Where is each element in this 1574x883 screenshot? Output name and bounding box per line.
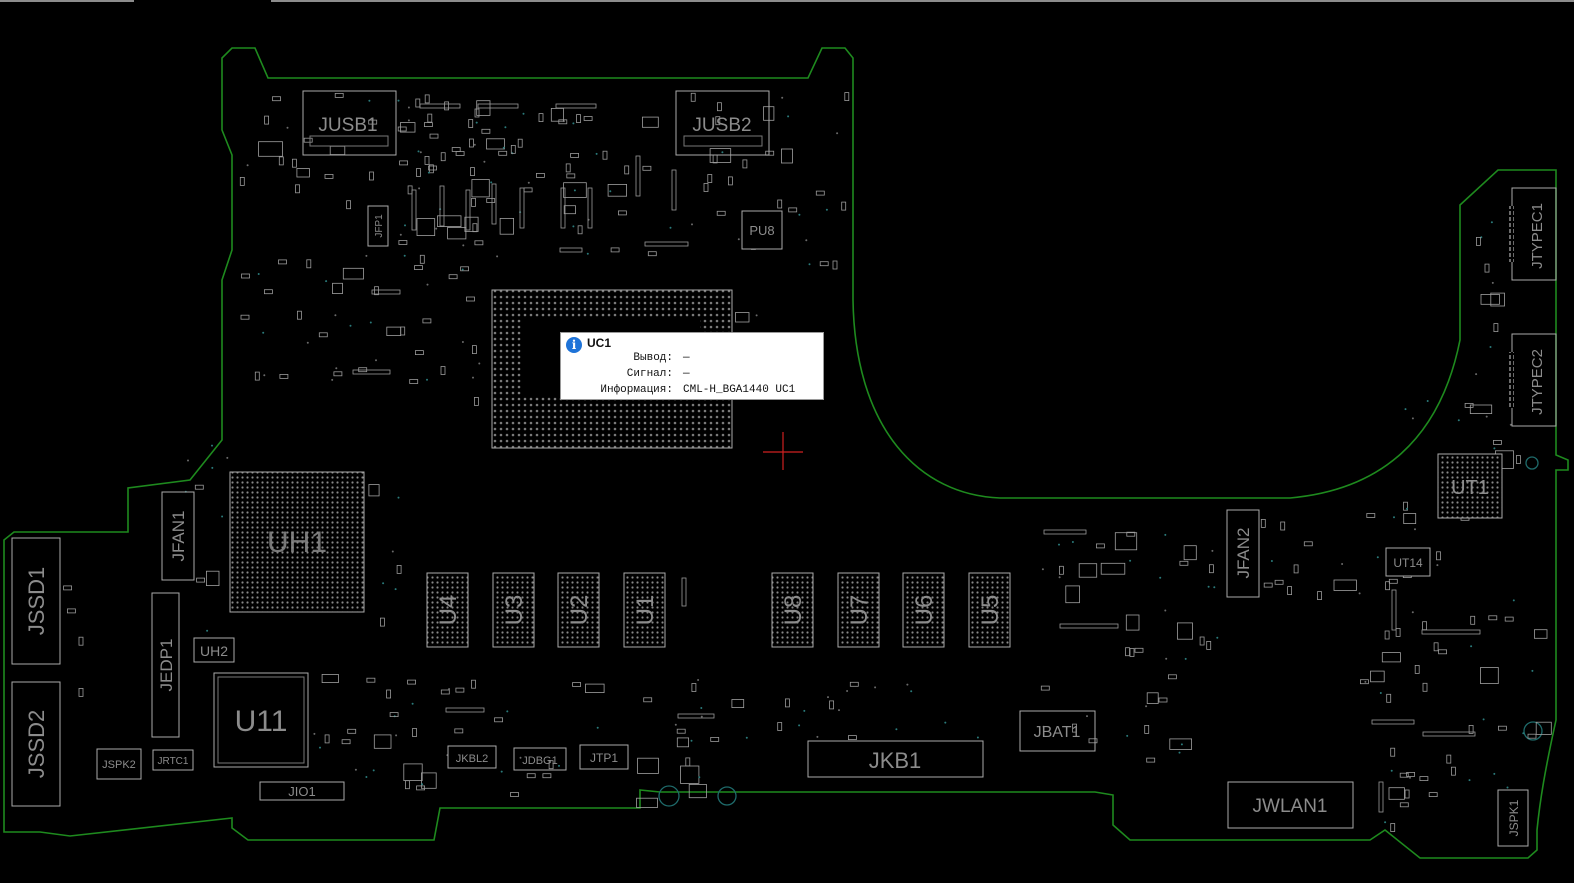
connector-jkb1[interactable]: JKB1 bbox=[807, 740, 984, 778]
chip-pu8[interactable]: PU8 bbox=[741, 210, 783, 250]
connector-jtypec2[interactable]: JTYPEC2 bbox=[1508, 333, 1557, 427]
jwlan1-label: JWLAN1 bbox=[1253, 796, 1328, 817]
crosshair-cursor bbox=[763, 432, 803, 470]
memory-chip-label: U6 bbox=[911, 595, 938, 626]
jusb2-label: JUSB2 bbox=[692, 115, 751, 136]
connector-jedp1[interactable]: JEDP1 bbox=[151, 592, 180, 738]
jssd1-label: JSSD1 bbox=[24, 567, 49, 635]
jspk1-label: JSPK1 bbox=[1507, 799, 1521, 836]
tooltip-title: UC1 bbox=[587, 336, 612, 350]
pch-uh1[interactable]: UH1 bbox=[229, 471, 365, 613]
u11-label: U11 bbox=[235, 705, 288, 738]
uh1-label: UH1 bbox=[267, 526, 327, 559]
uh2-label: UH2 bbox=[200, 643, 228, 659]
tooltip-row-pin: Вывод: — bbox=[561, 351, 823, 365]
memory-chip[interactable]: U7 bbox=[837, 572, 880, 648]
board-outline bbox=[3, 47, 1569, 859]
tooltip-row-signal: Сигнал: — bbox=[561, 367, 823, 381]
passive-components bbox=[63, 92, 1552, 832]
connector-jusb1[interactable]: JUSB1 bbox=[302, 90, 397, 156]
memory-chip[interactable]: U8 bbox=[771, 572, 814, 648]
jspk2-label: JSPK2 bbox=[102, 759, 136, 771]
jfan1-label: JFAN1 bbox=[169, 510, 188, 561]
memory-chip-label: U4 bbox=[435, 595, 462, 626]
chip-uh2[interactable]: UH2 bbox=[193, 637, 235, 663]
connector-jdbg1[interactable]: JDBG1 bbox=[513, 747, 567, 771]
mounting-hole bbox=[658, 785, 680, 807]
jtp1-label: JTP1 bbox=[590, 751, 618, 765]
memory-chip-label: U8 bbox=[780, 595, 807, 626]
tooltip-key: Информация: bbox=[600, 384, 673, 396]
tooltip-value: — bbox=[683, 352, 690, 364]
connector-jfan2[interactable]: JFAN2 bbox=[1226, 509, 1260, 598]
memory-chip-label: U1 bbox=[632, 595, 659, 626]
memory-chip[interactable]: U2 bbox=[557, 572, 600, 648]
jfp1-label: JFP1 bbox=[374, 214, 385, 238]
jssd2-label: JSSD2 bbox=[24, 710, 49, 778]
memory-chip[interactable]: U1 bbox=[623, 572, 666, 648]
info-icon: i bbox=[566, 337, 582, 353]
connector-jtp1[interactable]: JTP1 bbox=[579, 744, 629, 770]
connector-jfp1[interactable]: JFP1 bbox=[367, 205, 389, 247]
tooltip-key: Сигнал: bbox=[626, 368, 673, 380]
memory-chip[interactable]: U3 bbox=[492, 572, 535, 648]
jbat1-label: JBAT1 bbox=[1034, 724, 1081, 741]
jfan2-label: JFAN2 bbox=[1234, 527, 1253, 578]
memory-chip[interactable]: U4 bbox=[426, 572, 469, 648]
jtypec2-label: JTYPEC2 bbox=[1529, 349, 1546, 415]
jusb1-label: JUSB1 bbox=[318, 115, 377, 136]
jrtc1-label: JRTC1 bbox=[158, 756, 189, 767]
ut14-label: UT14 bbox=[1393, 556, 1423, 570]
pu8-label: PU8 bbox=[749, 223, 774, 238]
connector-jtypec1[interactable]: JTYPEC1 bbox=[1508, 187, 1557, 281]
connector-jrtc1[interactable]: JRTC1 bbox=[152, 749, 194, 771]
connector-jssd1[interactable]: JSSD1 bbox=[11, 537, 61, 665]
connector-jusb2[interactable]: JUSB2 bbox=[675, 90, 770, 156]
ut1-label: UT1 bbox=[1451, 477, 1489, 499]
mounting-hole bbox=[1525, 456, 1539, 470]
connector-jspk1[interactable]: JSPK1 bbox=[1497, 789, 1529, 847]
jtypec1-label: JTYPEC1 bbox=[1529, 203, 1546, 269]
chip-ut14[interactable]: UT14 bbox=[1385, 547, 1431, 577]
jdbg1-label: JDBG1 bbox=[522, 755, 557, 767]
jedp1-label: JEDP1 bbox=[157, 639, 176, 692]
tooltip-key: Вывод: bbox=[633, 352, 673, 364]
memory-chip-label: U2 bbox=[566, 595, 593, 626]
chip-ut1[interactable]: UT1 bbox=[1437, 453, 1503, 519]
connector-jspk2[interactable]: JSPK2 bbox=[96, 748, 142, 780]
memory-chips: U4 U3 U2 U1 U8 U7 U6 U5 bbox=[426, 572, 1011, 648]
connector-jssd2[interactable]: JSSD2 bbox=[11, 681, 61, 807]
connector-jbat1[interactable]: JBAT1 bbox=[1019, 710, 1096, 752]
mounting-hole bbox=[717, 786, 737, 806]
chip-u11[interactable]: U11 bbox=[213, 672, 309, 768]
jkbl2-label: JKBL2 bbox=[456, 753, 488, 765]
component-info-tooltip: i UC1 Вывод: — Сигнал: — Информация: CML… bbox=[560, 332, 824, 400]
memory-chip[interactable]: U6 bbox=[902, 572, 945, 648]
connector-jkbl2[interactable]: JKBL2 bbox=[447, 745, 497, 769]
mounting-hole bbox=[1523, 721, 1543, 741]
connector-jwlan1[interactable]: JWLAN1 bbox=[1227, 781, 1354, 829]
jkb1-label: JKB1 bbox=[869, 748, 922, 773]
tooltip-value: CML-H_BGA1440 UC1 bbox=[683, 384, 796, 396]
memory-chip[interactable]: U5 bbox=[968, 572, 1011, 648]
connector-jfan1[interactable]: JFAN1 bbox=[161, 491, 195, 581]
memory-chip-label: U3 bbox=[501, 595, 528, 626]
tooltip-value: — bbox=[683, 368, 690, 380]
jio1-label: JIO1 bbox=[288, 784, 315, 799]
tooltip-row-info: Информация: CML-H_BGA1440 UC1 bbox=[561, 383, 823, 397]
memory-chip-label: U7 bbox=[846, 595, 873, 626]
connector-jio1[interactable]: JIO1 bbox=[259, 781, 345, 801]
memory-chip-label: U5 bbox=[977, 595, 1004, 626]
